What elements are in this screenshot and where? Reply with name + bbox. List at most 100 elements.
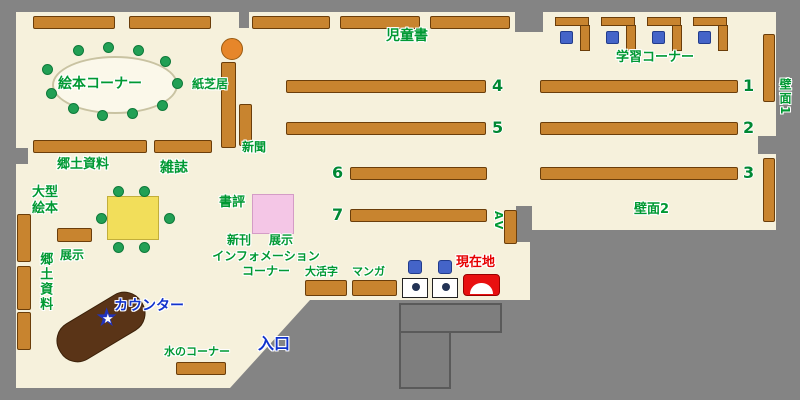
- shelf-number-5: 5: [492, 118, 504, 137]
- kamishibai-stool: [221, 38, 243, 60]
- wall-pillar: [16, 148, 28, 164]
- carrel-partition: [626, 25, 636, 51]
- label-picture-book-corner: 絵本コーナー: [58, 76, 142, 92]
- wall1-shelf-upper: [763, 34, 775, 102]
- wall-shelf-top: [430, 16, 510, 29]
- label-book-review: 書評: [219, 195, 246, 210]
- label-water-corner: 水のコーナー: [164, 345, 230, 358]
- terminal-chair: [408, 260, 422, 274]
- kids-chair: [113, 242, 124, 253]
- new-book-display-stand: [252, 194, 294, 234]
- label-children-books: 児童書: [386, 28, 428, 44]
- label-local-materials-left: 郷土資料: [37, 252, 53, 312]
- carrel-desk: [601, 17, 635, 26]
- wall-shelf-top: [340, 16, 420, 29]
- bookshelf-7: [350, 209, 487, 222]
- carrel-chair: [606, 31, 619, 44]
- shelf-number-3: 3: [743, 163, 755, 182]
- bookshelf-4: [286, 80, 486, 93]
- terminal-body: [432, 278, 458, 298]
- label-entrance: 入口: [258, 334, 291, 353]
- local-materials-shelf-left: [17, 312, 31, 350]
- study-carrel: [645, 17, 685, 51]
- large-print-shelf: [305, 280, 347, 296]
- label-study-corner: 学習コーナー: [616, 50, 695, 65]
- carrel-desk: [647, 17, 681, 26]
- terminal-body: [402, 278, 428, 298]
- water-corner-shelf: [176, 362, 226, 375]
- terminal-screen: [412, 283, 420, 291]
- manga-shelf: [352, 280, 397, 296]
- opac-terminal: [431, 260, 459, 300]
- wall1-shelf-lower: [763, 158, 775, 222]
- label-counter: カウンター: [114, 298, 184, 314]
- shelf-number-4: 4: [492, 76, 504, 95]
- local-materials-shelf-left: [17, 266, 31, 310]
- terminal-chair: [438, 260, 452, 274]
- reading-chair: [160, 56, 171, 67]
- carrel-chair: [652, 31, 665, 44]
- label-large-picture-books: 大型 絵本: [32, 185, 59, 217]
- carrel-desk: [555, 17, 589, 26]
- label-large-print: 大活字: [305, 265, 338, 278]
- local-materials-shelf: [33, 140, 147, 153]
- exhibit-shelf: [57, 228, 92, 242]
- carrel-partition: [718, 25, 728, 51]
- reading-chair: [97, 110, 108, 121]
- large-picture-book-shelf: [17, 214, 31, 262]
- counter-star-icon: ★: [95, 303, 119, 333]
- label-manga: マンガ: [352, 265, 385, 278]
- kids-table: [107, 196, 159, 240]
- kids-chair: [164, 213, 175, 224]
- stairwell-outline: [399, 331, 451, 389]
- kids-chair: [139, 186, 150, 197]
- shelf-number-6: 6: [332, 163, 344, 182]
- reading-chair: [46, 88, 57, 99]
- bookshelf-1: [540, 80, 738, 93]
- study-carrel: [599, 17, 639, 51]
- reading-chair: [127, 108, 138, 119]
- current-location-marker-arc: [470, 283, 493, 294]
- wall-pillar: [758, 136, 776, 154]
- bookshelf-2: [540, 122, 738, 135]
- newspaper-rack: [239, 104, 252, 146]
- reading-chair: [172, 78, 183, 89]
- reading-chair: [73, 45, 84, 56]
- label-kamishibai: 紙芝居: [192, 77, 229, 91]
- bookshelf-3: [540, 167, 738, 180]
- label-current-location: 現在地: [456, 255, 496, 270]
- wall-shelf-top: [252, 16, 330, 29]
- bookshelf-5: [286, 122, 486, 135]
- wall-pillar: [516, 206, 532, 242]
- wall-pillar: [515, 12, 543, 32]
- label-av: AV: [491, 211, 505, 232]
- carrel-chair: [698, 31, 711, 44]
- wall-shelf-top: [129, 16, 211, 29]
- label-wall-2: 壁面2: [634, 202, 670, 217]
- reading-chair: [157, 100, 168, 111]
- label-local-materials-top: 郷土資料: [57, 157, 110, 172]
- kids-chair: [113, 186, 124, 197]
- label-wall-1: 壁面1: [778, 78, 792, 117]
- reading-chair: [103, 42, 114, 53]
- current-location-marker: [463, 274, 500, 296]
- reading-chair: [68, 103, 79, 114]
- wall-pillar: [239, 12, 249, 28]
- label-magazines: 雑誌: [160, 160, 188, 176]
- label-exhibit-center: 展示: [269, 233, 294, 247]
- label-exhibit-left: 展示: [60, 248, 85, 262]
- shelf-number-2: 2: [743, 118, 755, 137]
- kids-chair: [139, 242, 150, 253]
- magazine-shelf: [154, 140, 212, 153]
- stairwell-outline: [399, 303, 502, 333]
- bookshelf-6: [350, 167, 487, 180]
- terminal-screen: [442, 283, 450, 291]
- carrel-desk: [693, 17, 727, 26]
- wall-shelf-top: [33, 16, 115, 29]
- shelf-number-7: 7: [332, 205, 344, 224]
- label-information-corner: インフォメーション コーナー: [212, 249, 320, 278]
- study-carrel: [553, 17, 593, 51]
- carrel-partition: [672, 25, 682, 51]
- reading-chair: [42, 64, 53, 75]
